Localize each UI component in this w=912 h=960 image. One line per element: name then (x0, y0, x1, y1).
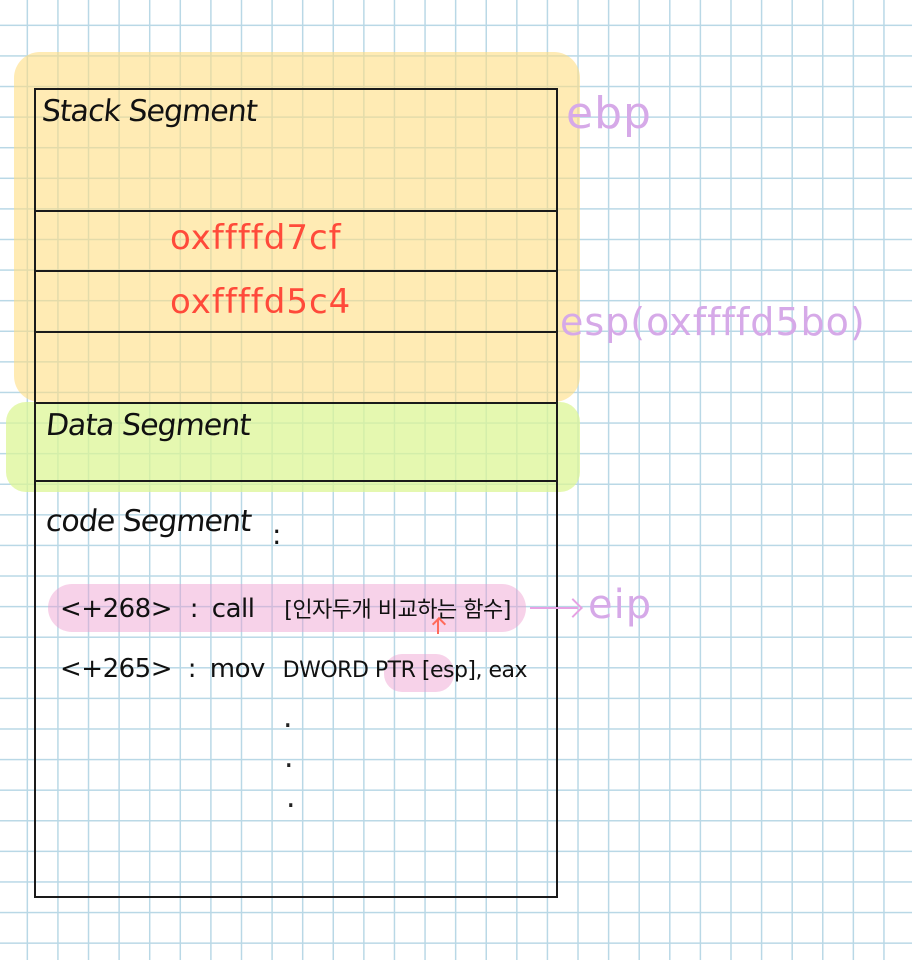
stack-divider-1 (36, 210, 556, 212)
data-segment-highlight (6, 402, 580, 492)
mov-separator: : (187, 654, 197, 684)
eip-arrow-shaft (530, 607, 578, 609)
call-offset: <+268> (60, 594, 172, 624)
continuation-dot-2: . (284, 740, 294, 775)
stack-data-divider (36, 402, 556, 404)
eip-arrow-head (563, 598, 583, 618)
esp-register-label: esp(oxffffd5bo) (560, 300, 866, 344)
call-separator: : (189, 594, 199, 624)
data-segment-label: Data Segment (44, 408, 253, 443)
code-segment-label: code Segment (44, 504, 253, 539)
ebp-register-label: ebp (566, 88, 652, 139)
code-segment-colon: : (272, 518, 281, 551)
mov-offset: <+265> (60, 654, 172, 684)
mov-operand: DWORD PTR [esp], eax (282, 658, 528, 683)
code-line-mov: <+265> : mov DWORD PTR [esp], eax (60, 654, 528, 684)
stack-cell-address-1: oxffffd7cf (170, 218, 342, 258)
esp-operand-highlight (384, 654, 454, 692)
esp-pointer-arrow-shaft (437, 620, 439, 634)
call-operand: [인자두개 비교하는 함수] (284, 598, 511, 623)
continuation-dot-1: . (283, 700, 293, 735)
data-code-divider (36, 480, 556, 482)
continuation-dot-3: . (286, 780, 296, 815)
stack-segment-highlight (14, 52, 580, 402)
stack-divider-2 (36, 270, 556, 272)
call-line-highlight (48, 584, 526, 632)
mov-instruction: mov (209, 654, 266, 684)
memory-layout-box (34, 88, 558, 898)
stack-divider-3 (36, 331, 556, 333)
stack-cell-address-2: oxffffd5c4 (170, 282, 352, 322)
code-line-call: <+268> : call [인자두개 비교하는 함수] (60, 592, 511, 624)
call-instruction: call (211, 594, 255, 624)
eip-register-label: eip (588, 582, 653, 628)
stack-segment-label: Stack Segment (40, 94, 259, 129)
